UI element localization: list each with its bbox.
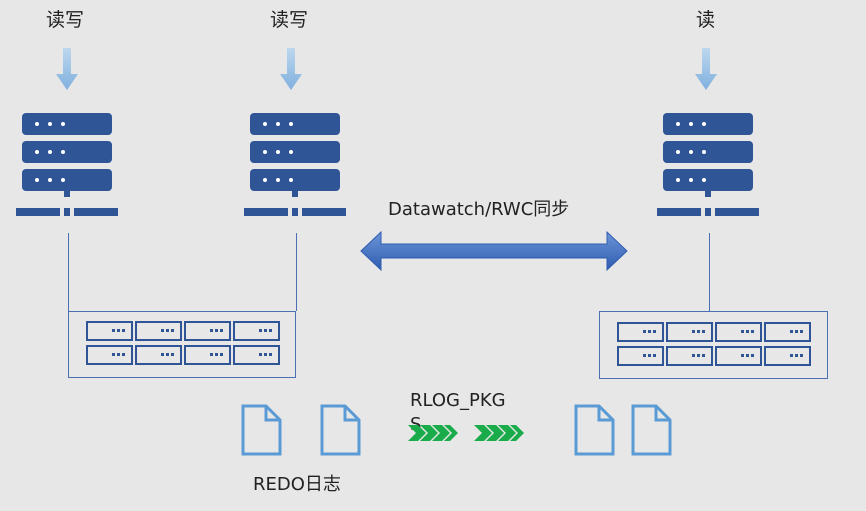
double-arrow-icon xyxy=(360,230,628,272)
down-arrow-icon xyxy=(56,48,78,90)
node1-access-label: 读写 xyxy=(46,9,85,31)
node2-access-label: 读写 xyxy=(270,9,309,31)
server-icon xyxy=(16,113,118,216)
down-arrow-icon xyxy=(280,48,302,90)
storage-array-icon xyxy=(68,311,296,378)
transfer-label-line1: RLOG_PKG xyxy=(410,390,506,411)
chevron-arrow-icon xyxy=(408,425,458,441)
sync-label: Datawatch/RWC同步 xyxy=(388,199,570,220)
redo-log-label: REDO日志 xyxy=(253,474,341,495)
document-icon xyxy=(574,404,615,456)
transfer-label-line2: S xyxy=(410,414,422,435)
connector-lines xyxy=(68,233,710,311)
document-icon xyxy=(320,404,361,456)
node3-access-label: 读 xyxy=(696,9,716,31)
server-icon xyxy=(657,113,759,216)
down-arrow-icon xyxy=(695,48,717,90)
storage-array-icon xyxy=(599,311,828,379)
server-icon xyxy=(244,113,346,216)
document-icon xyxy=(631,404,672,456)
chevron-arrow-icon xyxy=(474,425,524,441)
document-icon xyxy=(241,404,282,456)
